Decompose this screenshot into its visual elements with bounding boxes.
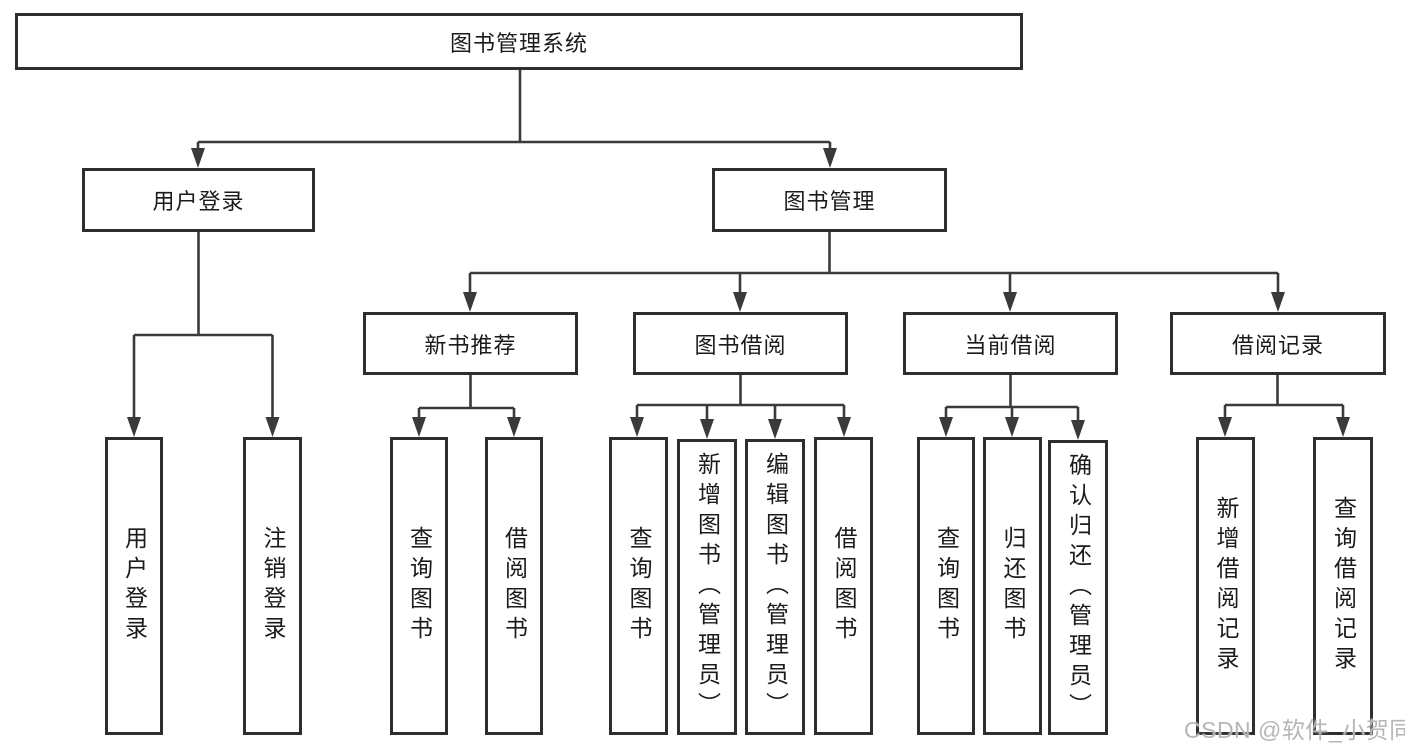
- node-label: 查询图书: [406, 526, 433, 646]
- node-label: 新增图书（管理员）: [694, 452, 721, 722]
- node-label: 注销登录: [260, 526, 286, 646]
- node-label: 新增借阅记录: [1213, 496, 1239, 676]
- node-label: 当前借阅: [964, 332, 1057, 358]
- node-label: 新书推荐: [424, 332, 517, 358]
- node-label: 编辑图书（管理员）: [762, 452, 789, 722]
- leaf-borrow-books-2: 借阅图书: [814, 437, 873, 735]
- leaf-return-books: 归还图书: [983, 437, 1042, 735]
- leaf-query-borrow-record: 查询借阅记录: [1313, 437, 1373, 735]
- node-label: 图书管理: [783, 189, 876, 214]
- leaf-user-login: 用户登录: [105, 437, 163, 735]
- leaf-borrow-books-1: 借阅图书: [485, 437, 543, 735]
- node-label: 借阅图书: [831, 526, 857, 646]
- node-label: 图书管理系统: [449, 30, 588, 56]
- node-current-borrowing: 当前借阅: [903, 312, 1118, 375]
- watermark: CSDN @软件_小贺同学: [1184, 717, 1405, 743]
- node-label: 查询借阅记录: [1330, 496, 1357, 676]
- node-label: 用户登录: [121, 526, 148, 646]
- leaf-add-borrow-record: 新增借阅记录: [1196, 437, 1255, 735]
- node-book-borrowing: 图书借阅: [633, 312, 848, 375]
- node-library-system: 图书管理系统: [15, 13, 1023, 70]
- node-borrowing-records: 借阅记录: [1170, 312, 1386, 375]
- node-label: 图书借阅: [694, 332, 787, 358]
- node-label: 借阅记录: [1231, 332, 1324, 358]
- leaf-query-books-2: 查询图书: [609, 437, 668, 735]
- node-label: 查询图书: [933, 526, 960, 646]
- node-label: 用户登录: [152, 189, 245, 214]
- node-label: 借阅图书: [501, 526, 528, 646]
- arrowheads: [127, 148, 1350, 440]
- leaf-edit-books-admin: 编辑图书（管理员）: [745, 439, 805, 735]
- leaf-logout: 注销登录: [243, 437, 302, 735]
- node-label: 归还图书: [1000, 526, 1026, 646]
- node-label: 确认归还（管理员）: [1065, 452, 1092, 723]
- leaf-add-books-admin: 新增图书（管理员）: [677, 439, 737, 735]
- node-new-book-recommendation: 新书推荐: [363, 312, 578, 375]
- node-user-login: 用户登录: [82, 168, 315, 232]
- node-label: 查询图书: [626, 526, 652, 646]
- leaf-confirm-return-admin: 确认归还（管理员）: [1048, 440, 1108, 735]
- leaf-query-books-1: 查询图书: [390, 437, 448, 735]
- node-book-management: 图书管理: [712, 168, 947, 232]
- leaf-query-books-3: 查询图书: [917, 437, 975, 735]
